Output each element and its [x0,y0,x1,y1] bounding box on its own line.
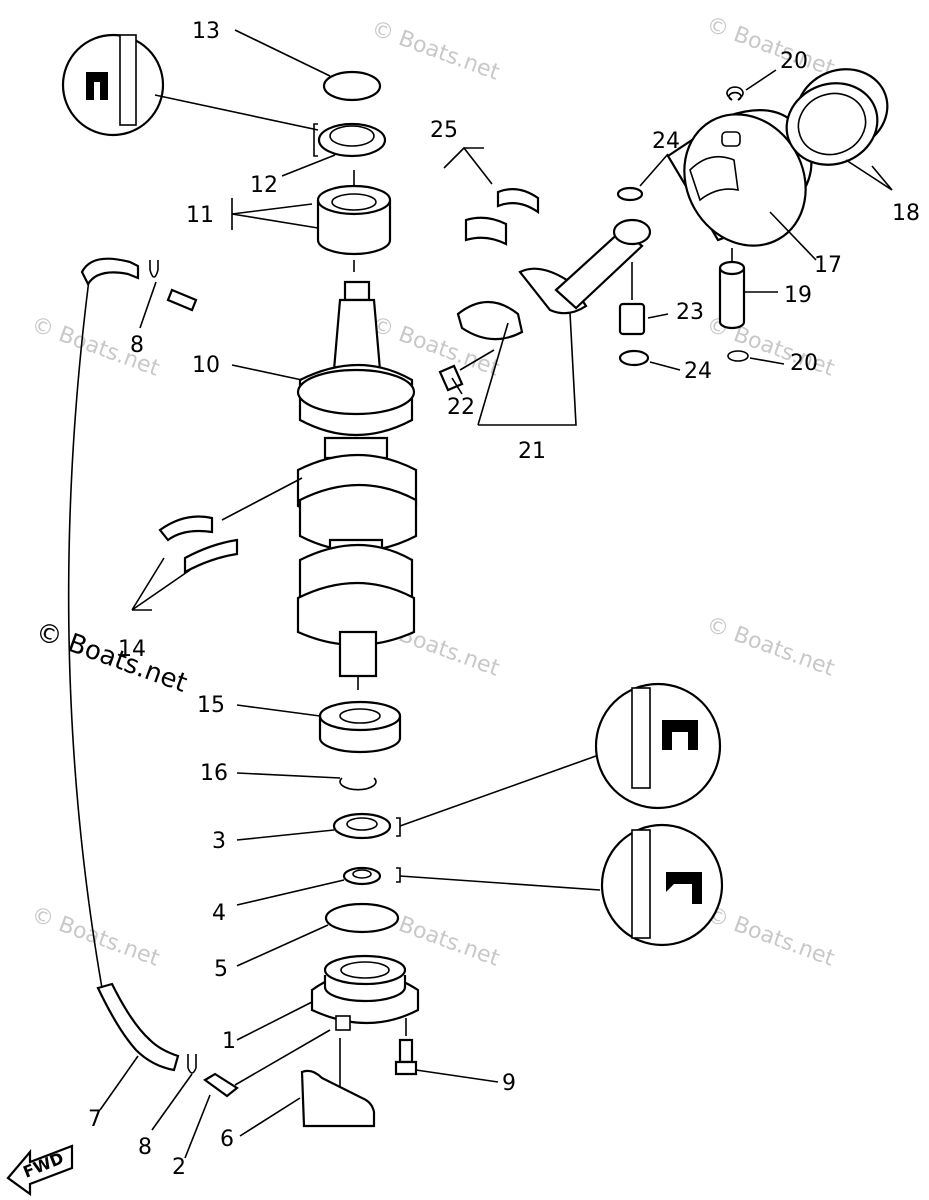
callout-4: 4 [212,901,226,926]
hose-7 [67,271,180,1072]
callout-8-top: 8 [130,333,144,358]
callout-22: 22 [447,395,475,420]
callout-20-bottom: 20 [790,351,818,376]
callout-23: 23 [676,300,704,325]
callout-10: 10 [192,353,220,378]
watermark-7: © Boats.net [703,612,838,682]
callout-12: 12 [250,173,278,198]
bolt-9 [394,1018,418,1076]
fwd-arrow: FWD [6,1144,74,1197]
ball-bearing-15 [318,700,402,754]
callout-6: 6 [220,1127,234,1152]
callout-20-top: 20 [780,49,808,74]
callout-13: 13 [192,19,220,44]
piston-rings-18 [785,68,889,166]
callout-24-top: 24 [652,129,680,154]
watermark-8: © Boats.net [28,902,163,972]
callout-9: 9 [502,1071,516,1096]
clip-20-top [726,86,744,101]
watermark-2: © Boats.net [703,12,838,82]
clip-8 [187,1054,197,1074]
callout-3: 3 [212,829,226,854]
seal-detail-top [61,33,319,137]
callout-14: 14 [118,637,146,662]
callout-25: 25 [430,118,458,143]
callout-16: 16 [200,761,228,786]
seal-detail-3 [594,682,722,810]
needle-bearing-14 [158,515,239,574]
callout-15: 15 [197,693,225,718]
callout-5: 5 [214,957,228,982]
needle-bearing-23 [618,262,646,336]
callout-21: 21 [518,439,546,464]
washer-24-top [616,186,644,202]
callout-labels: 13 12 11 8 10 14 15 16 3 4 5 1 9 7 6 8 2… [88,19,920,1180]
circlip-16 [339,777,377,791]
seal-detail-4 [600,823,724,947]
watermark-1: © Boats.net [368,16,503,86]
oil-seal-4 [342,866,401,886]
callout-7: 7 [88,1107,102,1132]
o-ring-5 [324,902,400,934]
o-ring-13 [322,70,382,102]
crankshaft-10 [296,280,418,690]
callout-11: 11 [186,203,214,228]
callout-18: 18 [892,201,920,226]
washer-24-bottom [618,349,650,367]
nipple-2 [203,1029,331,1098]
oil-seal-3 [332,812,401,840]
callout-8-bottom: 8 [138,1135,152,1160]
plate-6 [300,1069,376,1128]
callout-24-bottom: 24 [684,359,712,384]
callout-1: 1 [222,1029,236,1054]
bearing-11 [316,170,392,272]
connecting-rod-21 [456,218,652,341]
callout-2: 2 [172,1155,186,1180]
bearing-housing-1 [310,954,420,1088]
clip-20-bottom [727,350,749,362]
piston-pin-19 [718,248,746,330]
bearing-25 [464,187,540,246]
hose-top-8 [80,257,198,312]
oil-seal-12 [313,122,387,158]
callout-17: 17 [814,253,842,278]
watermark-large: © Boats.net [32,616,191,698]
watermark-10: © Boats.net [703,902,838,972]
callout-19: 19 [784,283,812,308]
